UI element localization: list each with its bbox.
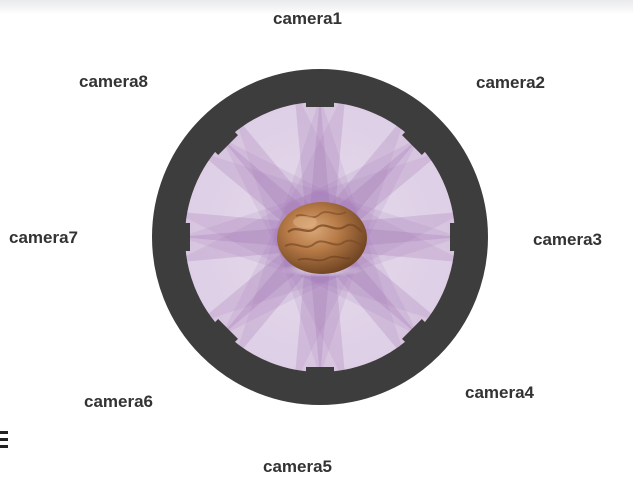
notch-camera3 [450, 223, 468, 251]
label-camera8: camera8 [79, 72, 148, 92]
notch-camera5 [306, 367, 334, 385]
label-camera1: camera1 [273, 9, 342, 29]
walnut-icon [277, 202, 367, 274]
label-camera5: camera5 [263, 457, 332, 477]
notch-camera1 [306, 89, 334, 107]
notch-camera7 [172, 223, 190, 251]
label-camera7: camera7 [9, 228, 78, 248]
edge-glyph [0, 428, 8, 450]
label-camera6: camera6 [84, 392, 153, 412]
label-camera4: camera4 [465, 383, 534, 403]
label-camera2: camera2 [476, 73, 545, 93]
label-camera3: camera3 [533, 230, 602, 250]
